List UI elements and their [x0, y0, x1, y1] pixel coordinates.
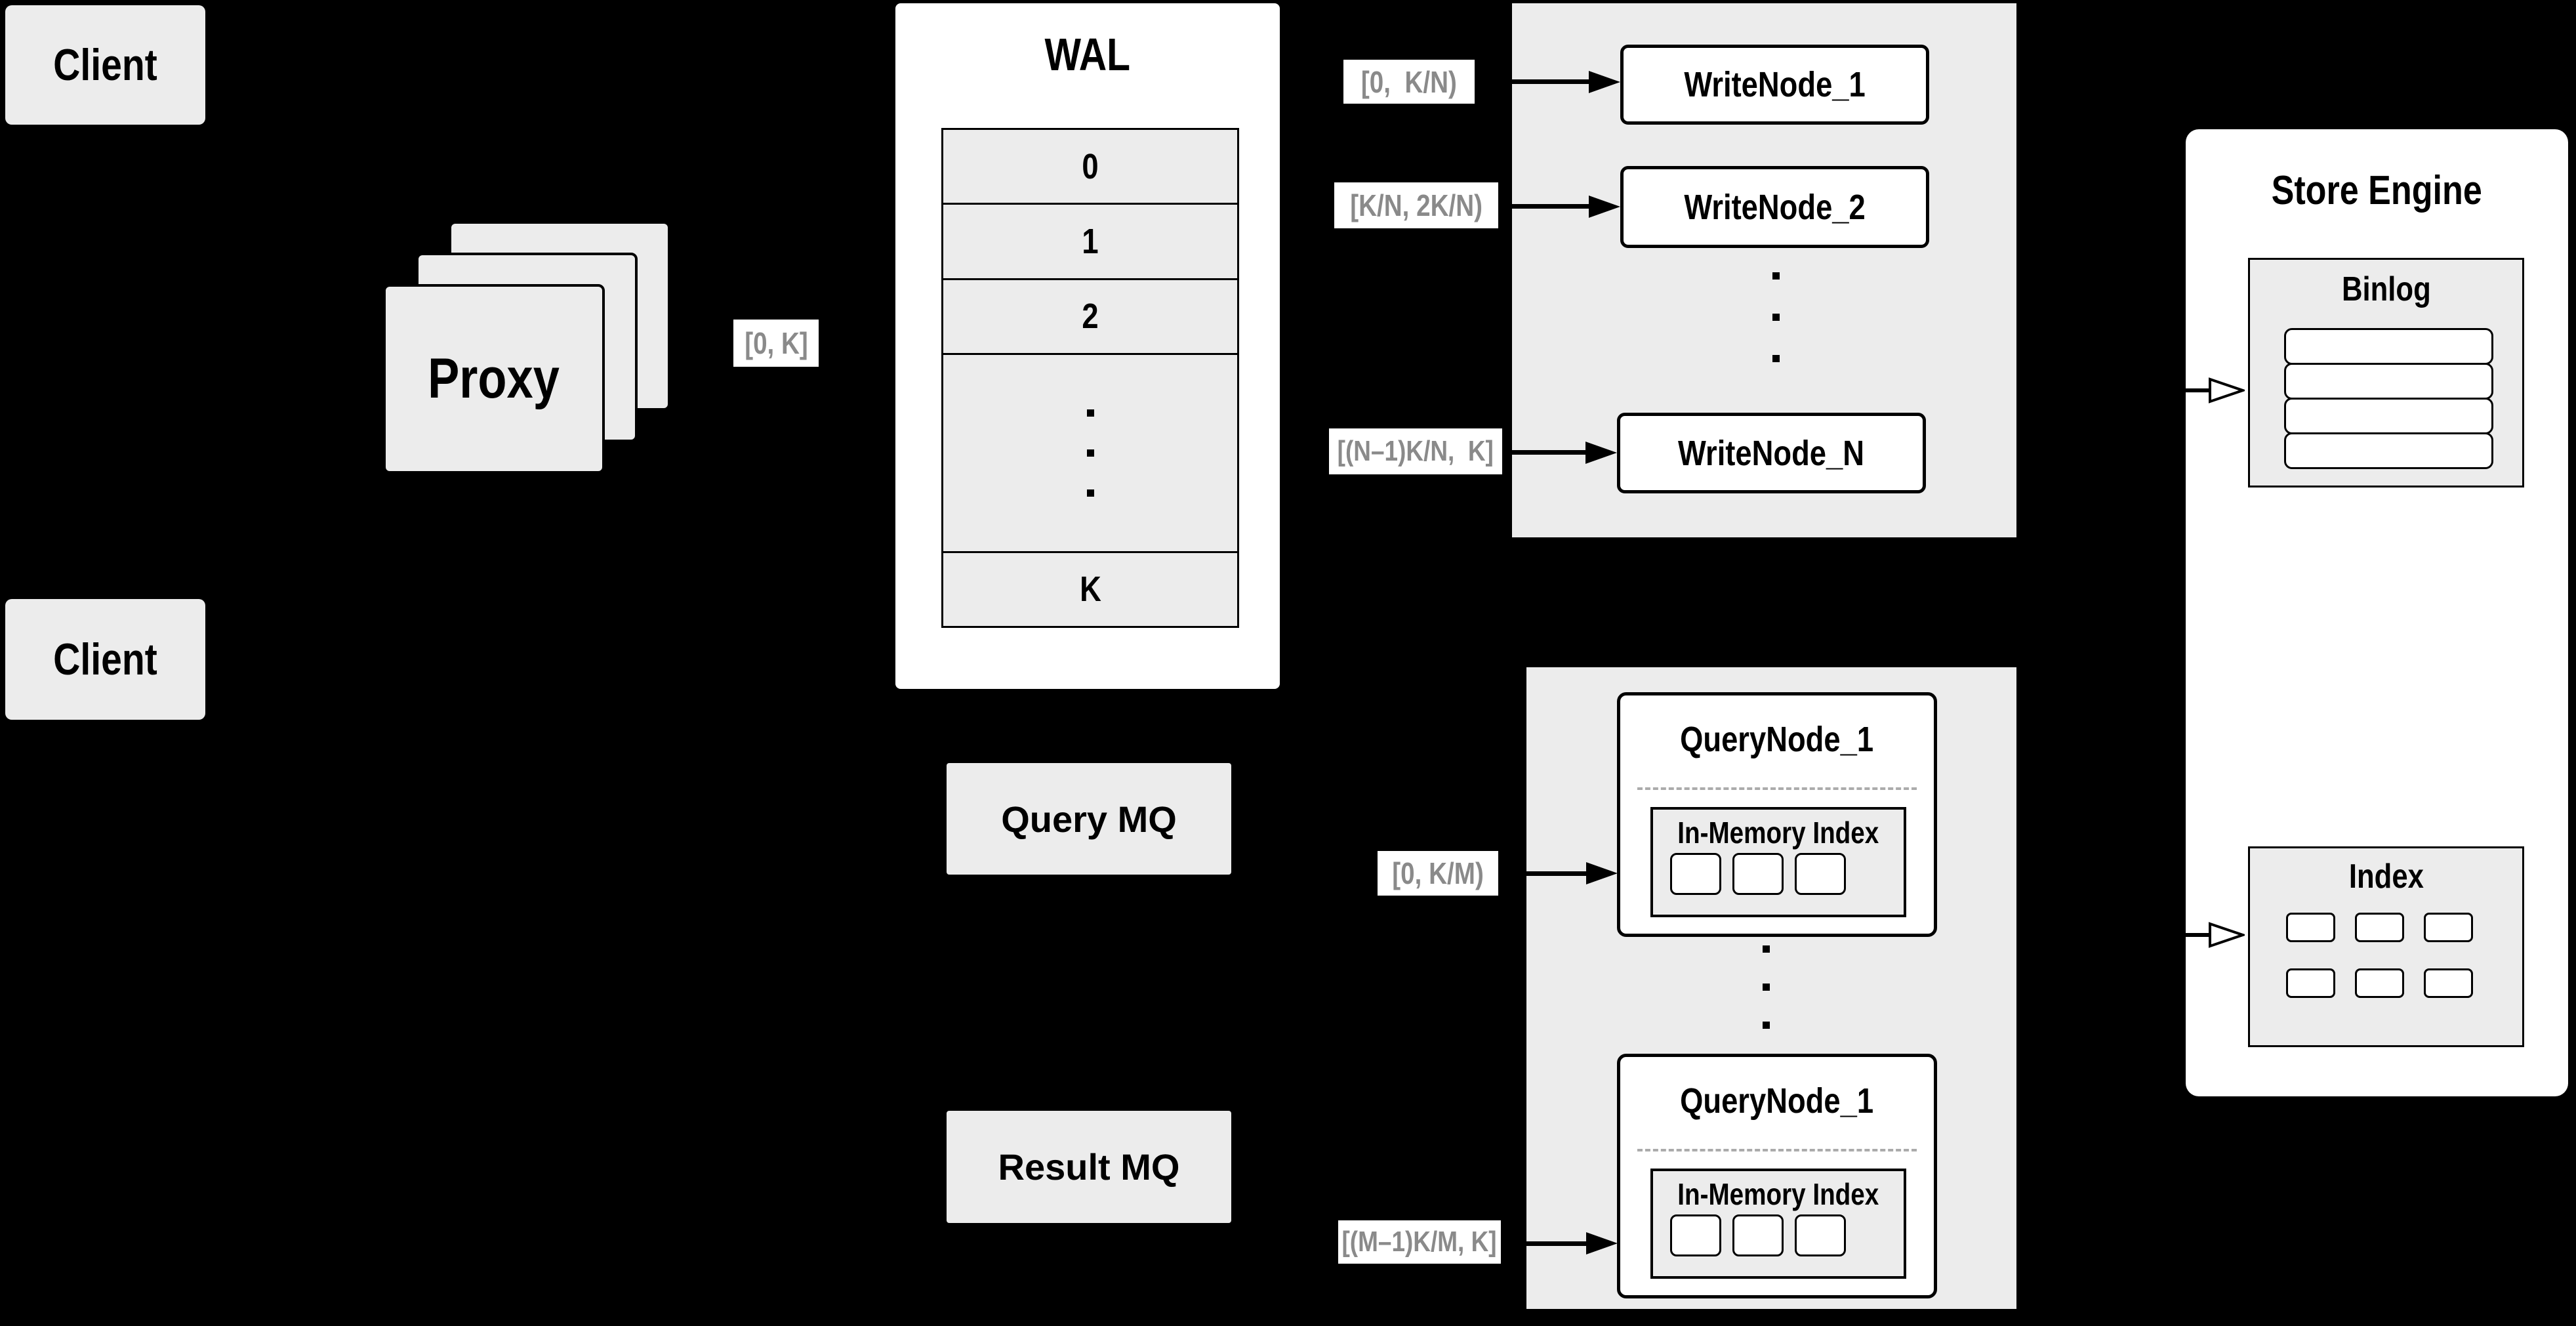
client-bottom-label: Client	[53, 634, 157, 684]
index-box: Index	[2248, 846, 2524, 1047]
range-label-query-2: [(M–1)K/M, K]	[1338, 1220, 1501, 1264]
arrow-to-write-node-n	[1503, 450, 1587, 455]
range-label-write-1: [0, K/N)	[1343, 60, 1475, 104]
wal-box: WAL 0 1 2 K	[895, 3, 1280, 689]
arrowhead-write-node-1	[1589, 71, 1620, 93]
range-label-write-2: [K/N, 2K/N)	[1334, 182, 1498, 228]
dashed-separator	[1637, 787, 1917, 790]
arrow-to-write-node-2	[1500, 204, 1590, 209]
arrow-to-write-node-1	[1476, 79, 1590, 84]
arrow-to-query-node-top	[1500, 871, 1587, 876]
write-node-2-box: WriteNode_2	[1620, 166, 1929, 248]
wal-segment-table: 0 1 2 K	[941, 128, 1239, 628]
arrow-to-binlog	[2065, 388, 2215, 392]
index-segment-cell	[1670, 853, 1721, 895]
vertical-ellipsis-dot	[1763, 945, 1770, 953]
store-engine-title: Store Engine	[2271, 167, 2483, 213]
vertical-ellipsis-dot	[1086, 489, 1094, 497]
query-node-bottom-title: QueryNode_1	[1680, 1081, 1874, 1121]
vertical-ellipsis-dot	[1086, 449, 1094, 457]
index-segment-cell	[1732, 853, 1784, 895]
index-file-cell	[2355, 968, 2404, 998]
binlog-title: Binlog	[2341, 270, 2431, 308]
vertical-ellipsis-dot	[1772, 272, 1780, 280]
index-title: Index	[2348, 858, 2424, 896]
vertical-ellipsis-dot	[1763, 984, 1770, 991]
query-node-top-box: QueryNode_1 In-Memory Index	[1617, 692, 1937, 937]
binlog-box: Binlog	[2248, 258, 2524, 487]
vertical-ellipsis-dot	[1772, 314, 1780, 321]
proxy-box-front: Proxy	[383, 284, 605, 474]
vertical-ellipsis-dot	[1772, 355, 1780, 362]
wal-segment-row-last: K	[943, 552, 1237, 627]
arrowhead-query-node-top	[1586, 862, 1618, 884]
dashed-separator	[1637, 1149, 1917, 1151]
vertical-ellipsis-dot	[1763, 1022, 1770, 1029]
in-memory-index-box: In-Memory Index	[1650, 1169, 1906, 1279]
arrow-to-query-node-bottom	[1502, 1241, 1587, 1246]
index-segment-cell	[1795, 1214, 1846, 1256]
vertical-ellipsis-dot	[1086, 409, 1094, 417]
arrowhead-binlog-hollow	[2209, 377, 2245, 404]
query-node-panel: QueryNode_1 In-Memory Index QueryNode_1	[1526, 667, 2016, 1309]
wal-segment-row: 0	[943, 130, 1237, 205]
index-segment-cell	[1670, 1214, 1721, 1256]
wal-segment-row: 1	[943, 205, 1237, 280]
client-bottom-box: Client	[5, 599, 205, 720]
wal-segment-row: 2	[943, 280, 1237, 355]
store-engine-box: Store Engine Binlog Index	[2186, 129, 2568, 1096]
binlog-rows	[2284, 328, 2493, 469]
in-memory-index-title: In-Memory Index	[1677, 1177, 1879, 1211]
binlog-row	[2284, 432, 2493, 469]
arrow-to-index	[2065, 933, 2215, 937]
index-file-cell	[2424, 913, 2473, 942]
write-node-1-box: WriteNode_1	[1620, 45, 1929, 125]
proxy-label: Proxy	[428, 347, 560, 410]
binlog-row	[2284, 398, 2493, 434]
binlog-row	[2284, 328, 2493, 365]
in-memory-index-title: In-Memory Index	[1677, 816, 1879, 850]
index-file-cell	[2355, 913, 2404, 942]
index-file-cell	[2286, 968, 2335, 998]
binlog-row	[2284, 363, 2493, 400]
index-segment-cell	[1732, 1214, 1784, 1256]
arrowhead-write-node-2	[1589, 196, 1620, 218]
arrowhead-query-node-bottom	[1586, 1232, 1618, 1254]
query-mq-box: Query MQ	[947, 763, 1231, 875]
write-node-n-box: WriteNode_N	[1617, 413, 1926, 493]
client-top-box: Client	[5, 5, 205, 125]
range-label-query-1: [0, K/M)	[1378, 851, 1498, 896]
query-node-top-title: QueryNode_1	[1680, 720, 1874, 759]
arrowhead-write-node-n	[1585, 442, 1617, 464]
index-file-cell	[2424, 968, 2473, 998]
result-mq-box: Result MQ	[947, 1111, 1231, 1223]
range-label-proxy-out: [0, K]	[733, 320, 819, 367]
range-label-write-n: [(N–1)K/N, K]	[1329, 428, 1502, 474]
query-node-bottom-box: QueryNode_1 In-Memory Index	[1617, 1054, 1937, 1298]
client-top-label: Client	[53, 40, 157, 90]
wal-ellipsis-row	[943, 354, 1237, 553]
arrowhead-index-hollow	[2209, 922, 2245, 948]
index-file-cell	[2286, 913, 2335, 942]
index-segment-cell	[1795, 853, 1846, 895]
wal-title: WAL	[1044, 29, 1131, 80]
in-memory-index-box: In-Memory Index	[1650, 807, 1906, 917]
